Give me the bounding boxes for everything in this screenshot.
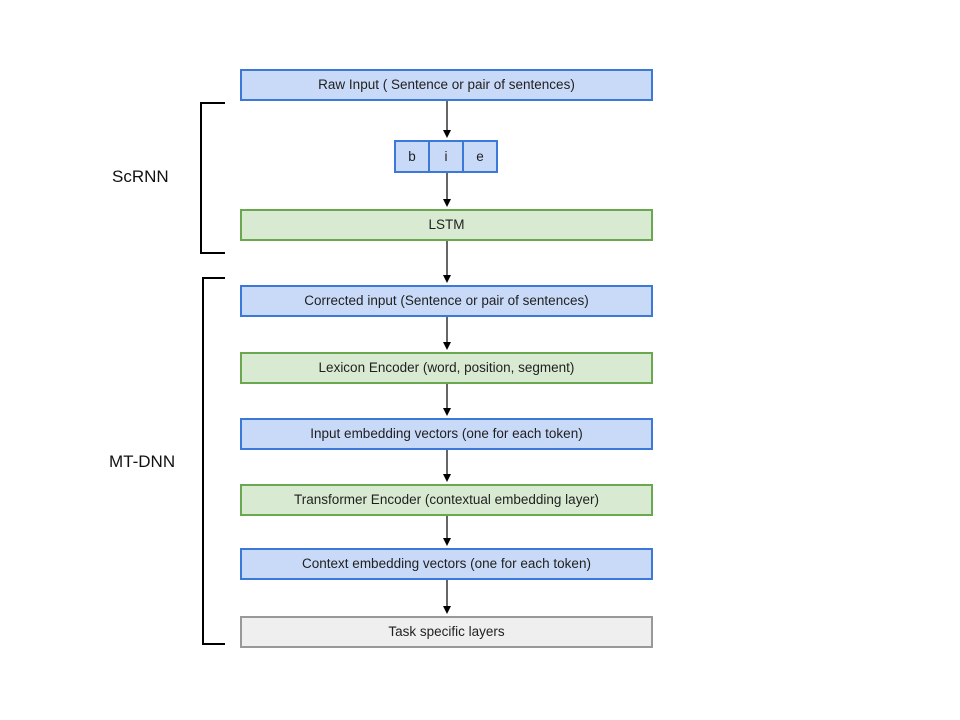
char-box-e: e	[462, 140, 498, 173]
task-specific-layers-box: Task specific layers	[240, 616, 653, 648]
character-token-boxes: b i e	[394, 140, 498, 173]
scrnn-group-label: ScRNN	[112, 167, 169, 186]
raw-input-box: Raw Input ( Sentence or pair of sentence…	[240, 69, 653, 101]
mtdnn-group-label: MT-DNN	[109, 452, 176, 471]
lstm-box: LSTM	[240, 209, 653, 241]
mtdnn-bracket	[202, 277, 225, 645]
context-embedding-box: Context embedding vectors (one for each …	[240, 548, 653, 580]
lexicon-encoder-box: Lexicon Encoder (word, position, segment…	[240, 352, 653, 384]
scrnn-bracket	[200, 102, 225, 254]
char-box-b: b	[394, 140, 430, 173]
input-embedding-box: Input embedding vectors (one for each to…	[240, 418, 653, 450]
corrected-input-box: Corrected input (Sentence or pair of sen…	[240, 285, 653, 317]
char-box-i: i	[428, 140, 464, 173]
transformer-encoder-box: Transformer Encoder (contextual embeddin…	[240, 484, 653, 516]
